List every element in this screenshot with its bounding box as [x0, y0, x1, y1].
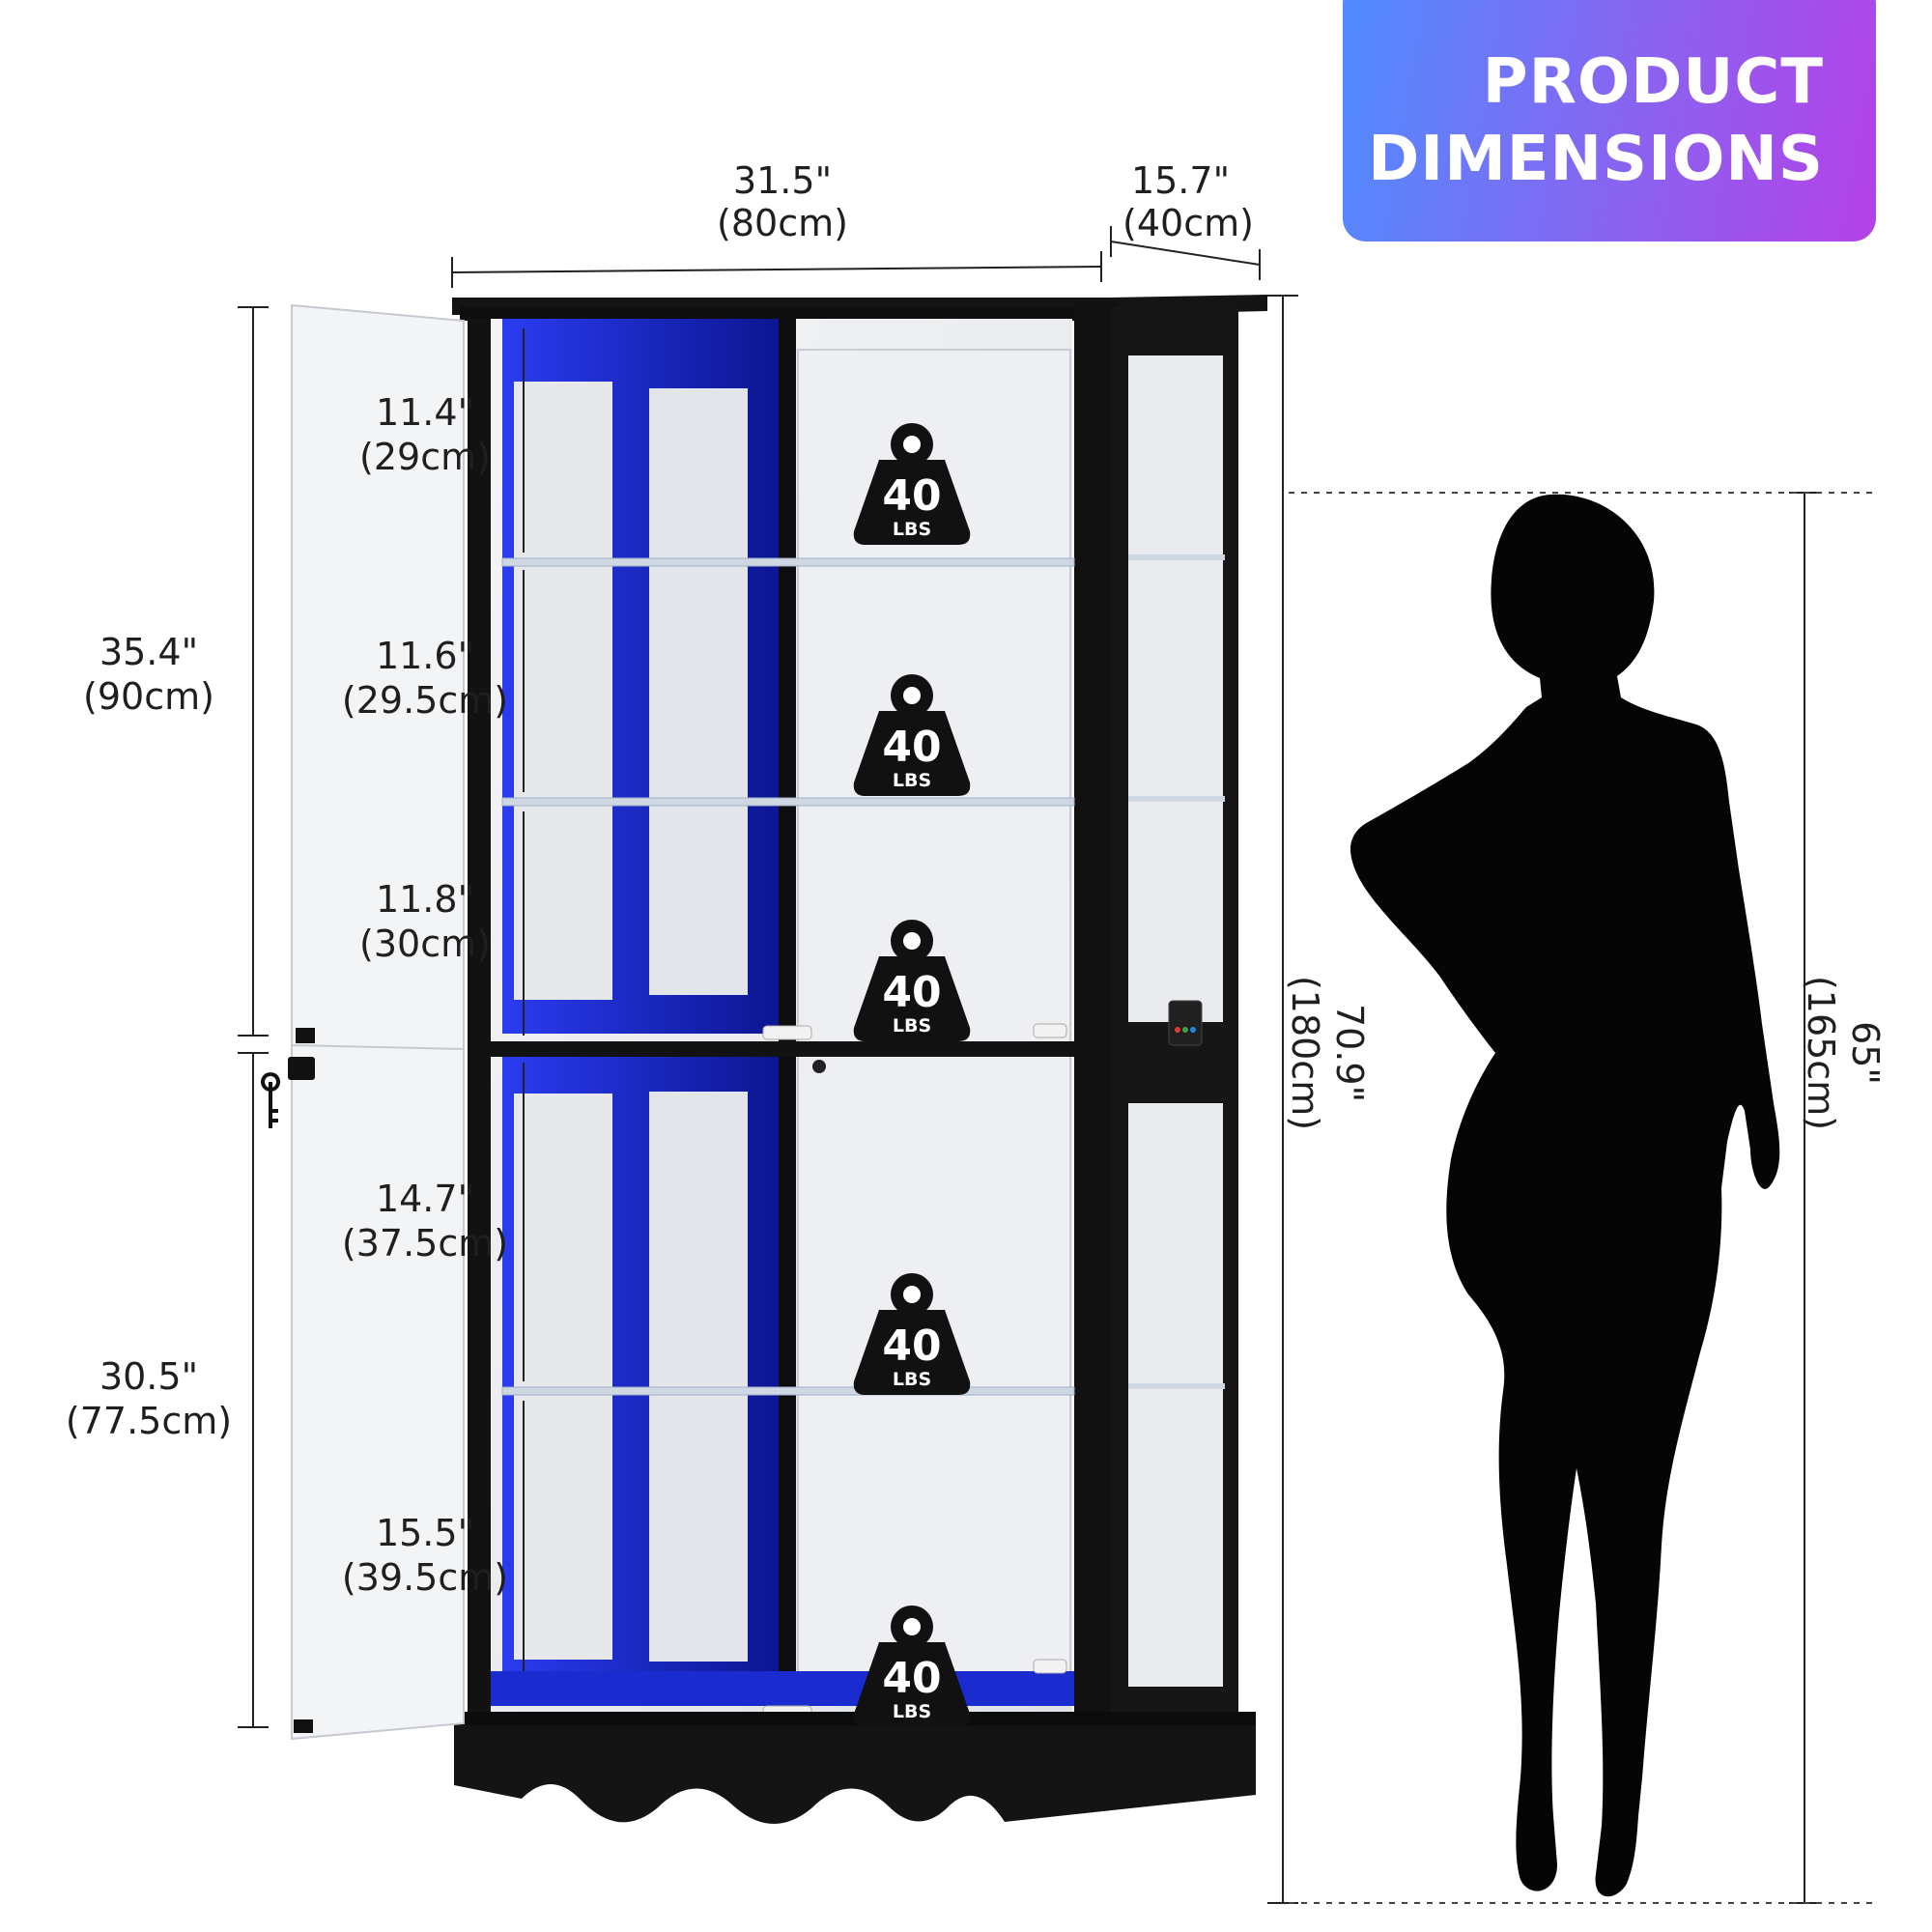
- depth-cm: (40cm): [1122, 202, 1254, 244]
- weight-value: 40: [882, 723, 941, 772]
- weight-icon: [853, 711, 971, 796]
- width-cm: (80cm): [717, 202, 848, 244]
- product-dimensions-banner: PRODUCT DIMENSIONS: [1343, 0, 1876, 242]
- banner-line-1: PRODUCT: [1482, 46, 1824, 118]
- weight-icon: [853, 460, 971, 545]
- weight-value: 40: [882, 1654, 941, 1703]
- cabinet-base: [454, 1712, 1256, 1825]
- door-split: [291, 1044, 465, 1050]
- display-cabinet: [261, 295, 1267, 1825]
- glass-pane: [514, 1094, 612, 1660]
- weight-handle-hole: [903, 1618, 921, 1635]
- side-glass-upper: [1128, 355, 1223, 1022]
- total-height-cm: (180cm): [1284, 976, 1326, 1130]
- upper-door-inches: 35.4": [99, 631, 198, 673]
- open-glass-door: [261, 303, 465, 1741]
- hinge: [1033, 1659, 1067, 1674]
- shelf-1-cm: (29cm): [359, 436, 491, 478]
- shelf-4-inches: 14.7": [376, 1178, 474, 1220]
- glass-shelf: [501, 1386, 1075, 1396]
- shelf-5-cm: (39.5cm): [342, 1556, 508, 1599]
- person-height-cm: (165cm): [1800, 976, 1842, 1130]
- width-inches: 31.5": [733, 159, 832, 202]
- hinge: [762, 1025, 812, 1040]
- weight-unit: LBS: [893, 1015, 931, 1037]
- shelf-3-inches: 11.8": [376, 878, 474, 921]
- glass-pane: [649, 388, 748, 995]
- door-hinge: [294, 1719, 313, 1733]
- weight-icon: [853, 1642, 971, 1727]
- door-lock: [288, 1057, 315, 1080]
- glass-shelf: [1128, 796, 1225, 802]
- led-control-panel: [1168, 1000, 1203, 1046]
- glass-shelf: [1128, 554, 1225, 560]
- banner-line-2: DIMENSIONS: [1368, 124, 1824, 195]
- lower-door-inches: 30.5": [99, 1355, 198, 1398]
- weight-unit: LBS: [893, 519, 931, 540]
- weight-unit: LBS: [893, 1701, 931, 1722]
- weight-value: 40: [882, 1321, 941, 1371]
- weight-handle-hole: [903, 687, 921, 704]
- upper-door-cm: (90cm): [83, 675, 214, 718]
- weight-unit: LBS: [893, 1369, 931, 1390]
- shelf-2-inches: 11.6": [376, 635, 474, 677]
- width-line: [451, 266, 1102, 273]
- cabinet-middle-rail: [468, 1041, 1231, 1057]
- depth-inches: 15.7": [1131, 159, 1230, 202]
- cabinet-right-post: [1074, 301, 1117, 1712]
- glass-shelves: [501, 554, 1225, 1396]
- cabinet-left-post: [468, 319, 491, 1712]
- weight-value: 40: [882, 471, 941, 521]
- door-hinge: [296, 1028, 315, 1043]
- weight-handle-hole: [903, 1286, 921, 1303]
- control-button: [1175, 1027, 1180, 1033]
- cabinet-top-band: [460, 307, 1105, 321]
- shelf-3-cm: (30cm): [359, 923, 491, 965]
- weight-icon: [853, 956, 971, 1041]
- person-height-inches: 65": [1844, 1021, 1887, 1085]
- person-silhouette: [1350, 494, 1780, 1897]
- weight-handle-hole: [903, 932, 921, 950]
- key-icon: [261, 1072, 280, 1128]
- centre-stile: [779, 319, 796, 1712]
- glass-shelf: [501, 797, 1075, 807]
- cabinet-floor-led: [491, 1671, 1074, 1706]
- depth-line: [1110, 241, 1261, 266]
- glass-pane: [514, 382, 612, 1000]
- shelf-5-inches: 15.5": [376, 1512, 474, 1554]
- control-button: [1182, 1027, 1188, 1033]
- control-button: [1190, 1027, 1196, 1033]
- side-glass-lower: [1128, 1103, 1223, 1687]
- height-dashes: [1289, 492, 1874, 1904]
- glass-shelf: [501, 557, 1075, 567]
- dimension-lines: [238, 226, 1820, 1904]
- total-height-inches: 70.9": [1328, 1004, 1371, 1102]
- shelf-2-cm: (29.5cm): [342, 679, 508, 722]
- lock-icon: [812, 1060, 826, 1073]
- door-glass: [291, 303, 465, 1741]
- weight-unit: LBS: [893, 770, 931, 791]
- glass-pane: [649, 1092, 748, 1662]
- shelf-4-cm: (37.5cm): [342, 1222, 508, 1264]
- lower-door-cm: (77.5cm): [66, 1400, 232, 1442]
- weight-handle-hole: [903, 436, 921, 453]
- glass-shelf: [1128, 1383, 1225, 1389]
- weight-value: 40: [882, 968, 941, 1017]
- shelf-1-inches: 11.4": [376, 391, 474, 434]
- weight-icon: [853, 1310, 971, 1395]
- hinge: [1033, 1023, 1067, 1038]
